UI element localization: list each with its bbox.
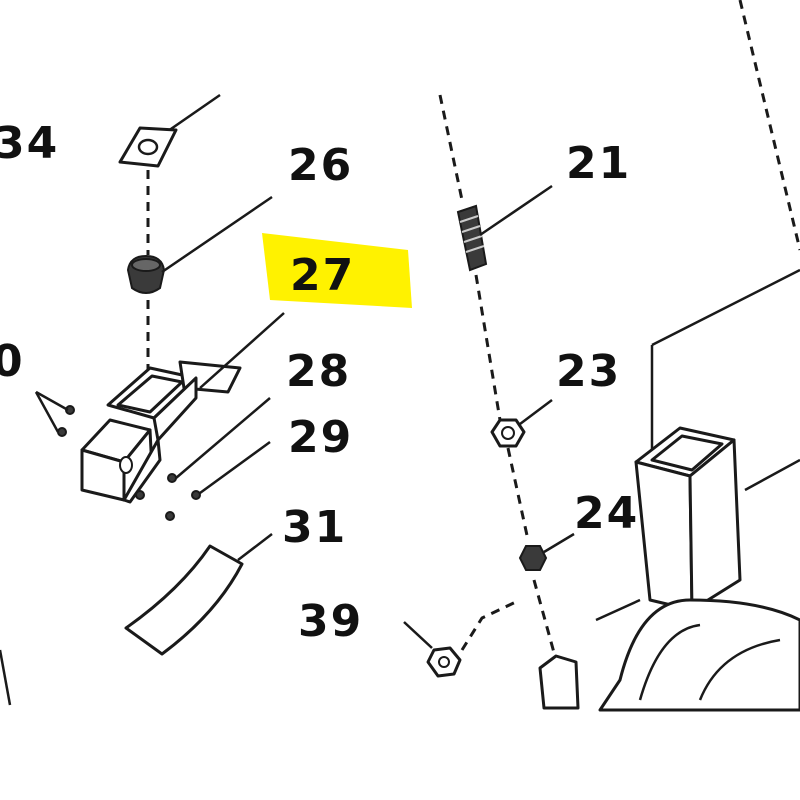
cap-knob-part <box>126 254 166 294</box>
frame-edge-line <box>0 649 12 706</box>
curved-pad-part <box>124 544 244 656</box>
axis-line <box>738 0 800 251</box>
leader-line <box>34 391 60 433</box>
callout-23: 23 <box>556 346 621 397</box>
flange-nut-part <box>426 646 462 678</box>
callout-24: 24 <box>574 488 639 539</box>
axis-line <box>460 598 521 651</box>
axis-line <box>506 447 530 541</box>
axis-line <box>474 274 502 421</box>
square-nut-part <box>118 126 178 168</box>
highlight-marker <box>262 233 412 308</box>
leader-line <box>519 399 553 425</box>
leader-line <box>175 397 271 479</box>
callout-30: 0 <box>0 336 25 387</box>
leader-line <box>35 390 69 412</box>
leader-line <box>199 440 271 495</box>
leader-line <box>199 312 285 389</box>
screw-parts <box>57 405 201 521</box>
leader-line <box>543 532 575 554</box>
callout-27: 27 <box>290 250 355 301</box>
callout-26: 26 <box>288 140 353 191</box>
leader-line <box>651 268 800 347</box>
leader-line <box>237 533 273 561</box>
small-nut-part <box>518 545 548 571</box>
hex-nut-part <box>490 418 526 448</box>
leader-line <box>403 621 433 649</box>
callout-29: 29 <box>288 412 353 463</box>
leader-line <box>167 93 221 133</box>
spring-part <box>456 204 488 272</box>
axis-line <box>438 94 464 201</box>
callout-39: 39 <box>298 596 363 647</box>
bracket-block-part <box>80 360 242 504</box>
callout-34: 34 <box>0 118 59 169</box>
callout-21: 21 <box>566 138 631 189</box>
frame-post-part <box>538 426 800 712</box>
callout-28: 28 <box>286 346 351 397</box>
leader-line <box>161 195 273 274</box>
axis-line <box>532 579 558 661</box>
callout-31: 31 <box>282 502 347 553</box>
leader-line <box>479 184 553 237</box>
